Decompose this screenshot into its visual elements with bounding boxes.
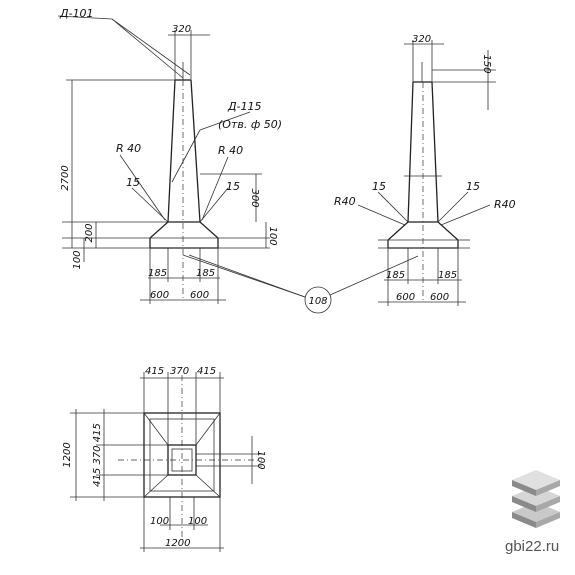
label-185-left-b: 185 — [196, 268, 215, 279]
label-600-left-b: 600 — [190, 290, 209, 301]
label-plan-415-370-415: 415 370 415 — [92, 423, 103, 487]
label-plan-415-b: 415 — [197, 366, 216, 377]
label-15-right-b: 15 — [466, 180, 480, 193]
label-height-200: 200 — [84, 223, 95, 242]
label-plan-415-a: 415 — [145, 366, 164, 377]
label-15-right-a: 15 — [372, 180, 386, 193]
watermark: gbi22.ru — [505, 470, 560, 555]
label-height-2700: 2700 — [60, 165, 71, 190]
label-r40-right-a: R40 — [334, 195, 356, 208]
label-15-left-b: 15 — [226, 180, 240, 193]
label-plan-1200-bottom: 1200 — [165, 538, 190, 549]
label-width-320-left: 320 — [172, 24, 191, 35]
label-600-right-b: 600 — [430, 292, 449, 303]
label-height-300: 300 — [249, 188, 260, 207]
label-r40-left-a: R 40 — [116, 142, 141, 155]
label-d101: Д-101 — [59, 7, 94, 20]
label-plan-100-b: 100 — [188, 516, 207, 527]
plan-view — [70, 372, 262, 552]
label-185-right-a: 185 — [386, 270, 405, 281]
label-185-left-a: 185 — [148, 268, 167, 279]
label-hole-diameter: (Отв. ф 50) — [218, 118, 282, 131]
label-ref-108: 108 — [308, 296, 327, 307]
label-185-right-b: 185 — [438, 270, 457, 281]
label-15-left-a: 15 — [126, 176, 140, 189]
label-r40-left-b: R 40 — [218, 144, 243, 157]
label-d115: Д-115 — [227, 100, 262, 113]
label-600-right-a: 600 — [396, 292, 415, 303]
label-plan-370: 370 — [170, 366, 189, 377]
labels: Д-101 320 Д-115 (Отв. ф 50) 2700 R 40 R … — [59, 7, 516, 549]
label-plan-1200-side: 1200 — [62, 442, 73, 467]
label-plan-100-a: 100 — [150, 516, 169, 527]
stacked-slabs-icon — [512, 470, 560, 528]
label-width-320-right: 320 — [412, 34, 431, 45]
label-height-100-right: 100 — [267, 226, 278, 245]
right-elevation — [329, 40, 496, 306]
watermark-text: gbi22.ru — [505, 538, 559, 555]
label-height-150: 150 — [481, 54, 492, 73]
label-height-100-left: 100 — [72, 250, 83, 269]
label-600-left-a: 600 — [150, 290, 169, 301]
label-r40-right-b: R40 — [494, 198, 516, 211]
reference-circle — [304, 286, 332, 314]
label-plan-100-right: 100 — [255, 450, 266, 469]
left-elevation — [57, 15, 306, 304]
